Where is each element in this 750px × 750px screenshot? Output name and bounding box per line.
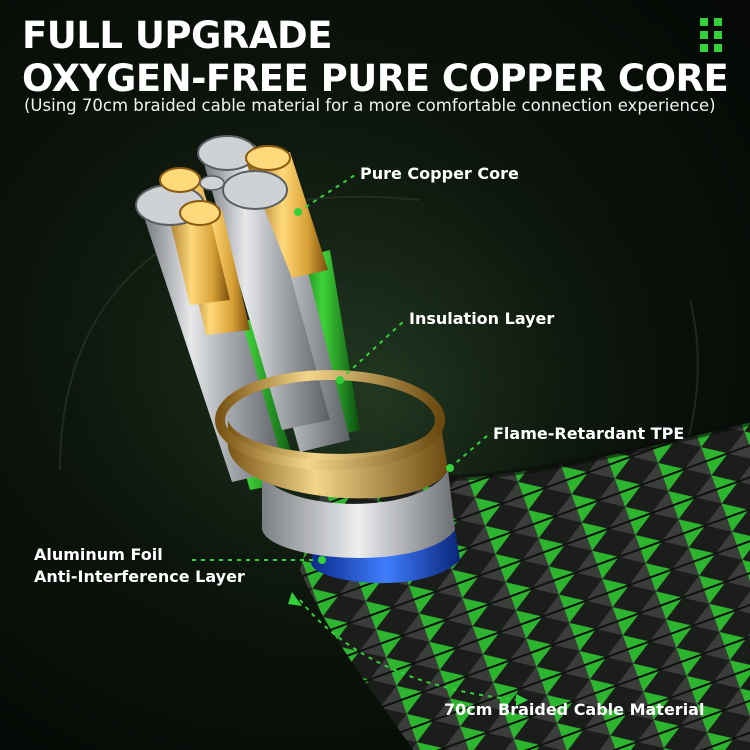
label-insulation: Insulation Layer bbox=[409, 309, 555, 328]
headline-line-2: OXYGEN-FREE PURE COPPER CORE bbox=[22, 57, 729, 100]
subtitle: (Using 70cm braided cable material for a… bbox=[24, 96, 716, 115]
green-dot-grid-icon bbox=[700, 18, 722, 52]
label-aluminum-line-2: Anti-Interference Layer bbox=[34, 567, 245, 586]
label-aluminum-line-1: Aluminum Foil bbox=[34, 545, 163, 564]
headline: FULL UPGRADE OXYGEN-FREE PURE COPPER COR… bbox=[22, 14, 729, 100]
callout-dots bbox=[288, 208, 528, 706]
label-copper-core: Pure Copper Core bbox=[360, 164, 519, 183]
label-braided-material: 70cm Braided Cable Material bbox=[444, 700, 705, 719]
label-aluminum-foil: Aluminum Foil Anti-Interference Layer bbox=[34, 544, 245, 588]
headline-line-1: FULL UPGRADE bbox=[22, 14, 333, 57]
label-tpe: Flame-Retardant TPE bbox=[493, 424, 685, 443]
copper-strands bbox=[135, 135, 360, 490]
callout-leaders bbox=[192, 174, 521, 701]
outer-rings bbox=[215, 370, 460, 584]
